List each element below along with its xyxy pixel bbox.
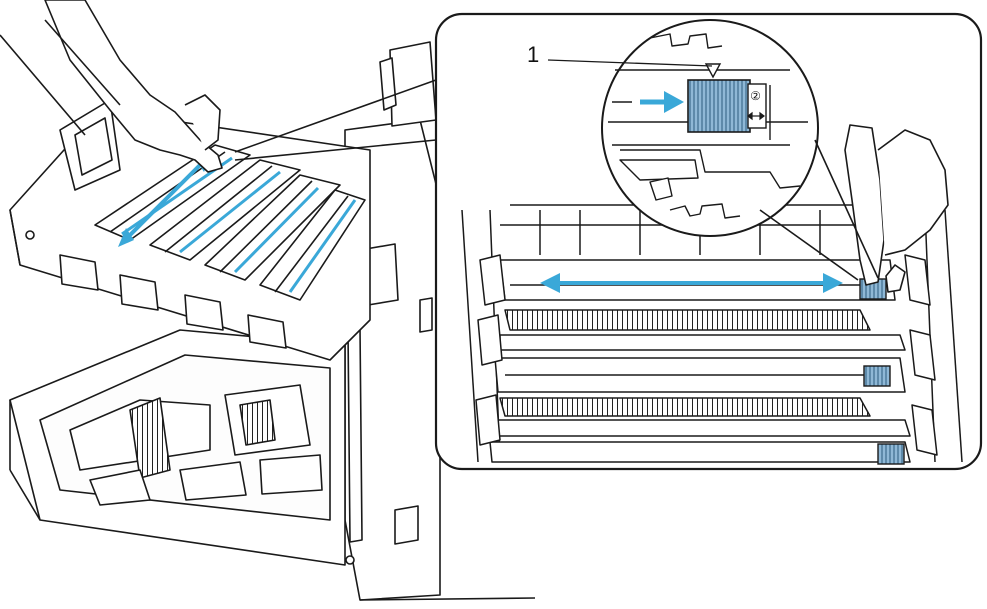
arrow-right-icon [640, 91, 684, 113]
hand-icon [0, 0, 223, 173]
callout-number-label: 1 [527, 42, 540, 67]
double-arrow-icon [540, 273, 843, 293]
label-leader-line [547, 59, 713, 67]
small-double-arrow-icon [747, 111, 765, 121]
triangle-marker-icon [704, 63, 722, 79]
slider-tab-2 [863, 365, 891, 387]
slider-tab-zoomed [687, 79, 751, 133]
roller-1 [504, 309, 871, 331]
callout-wedge [234, 79, 437, 161]
roller-2 [499, 397, 871, 417]
magnifier-circle [601, 19, 819, 237]
hand-icon-zoom [844, 124, 949, 293]
zoom-panel [434, 12, 983, 471]
slider-number-mark: ② [750, 89, 761, 103]
slider-tab-3 [877, 443, 905, 465]
printer [9, 41, 441, 601]
